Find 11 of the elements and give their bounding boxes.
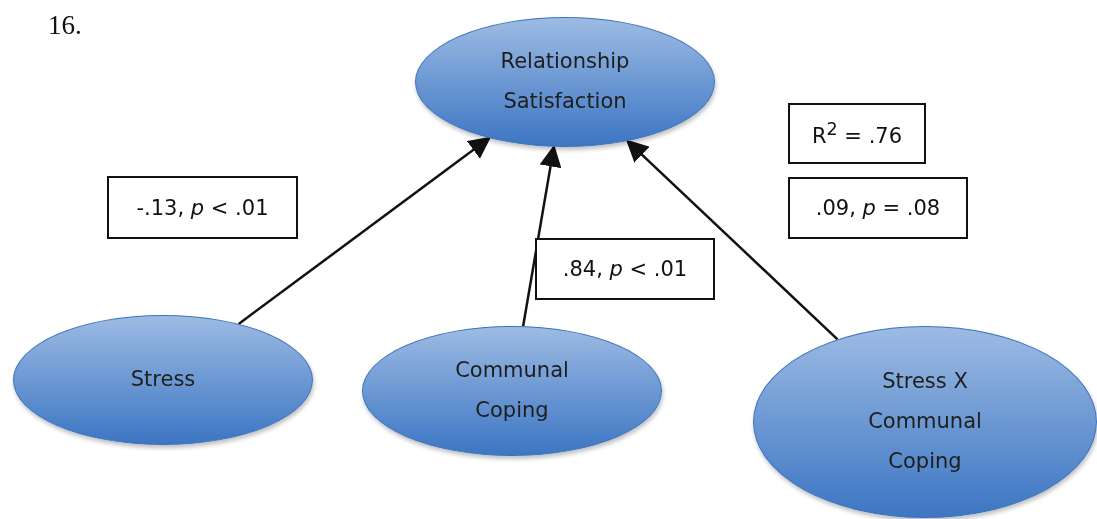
arrow: [237, 136, 492, 325]
coefficient-label: .84, p < .01: [535, 238, 715, 300]
coefficient-label: .09, p = .08: [788, 177, 968, 239]
coefficient-label: -.13, p < .01: [107, 176, 298, 239]
arrow: [625, 139, 839, 341]
variable-label: Stress X Communal Coping: [867, 368, 983, 475]
variable-label: Stress: [130, 366, 196, 394]
r-squared-label: R$^{2}$ = .76: [788, 103, 926, 164]
variable-label: Relationship Satisfaction: [499, 48, 631, 115]
variable-label: Communal Coping: [454, 357, 570, 424]
figure-number: 16.: [48, 10, 82, 41]
